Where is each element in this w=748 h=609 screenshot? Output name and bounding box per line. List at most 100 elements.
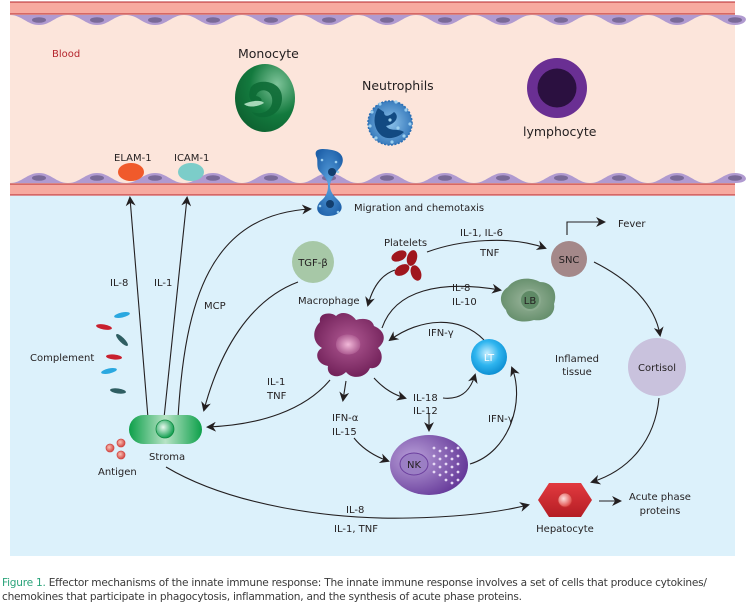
granule [432,470,436,474]
granule [456,478,460,482]
endothelial-nucleus [438,175,452,181]
blood-label: Blood [52,49,80,60]
granule [408,122,412,126]
arrow-stroma-migration [177,204,312,419]
vessel-wall-bottom [10,184,735,195]
tgf-beta-label: TGF-β [297,258,328,269]
granule [404,108,408,112]
arrow-stroma-elam [125,196,149,419]
lt-label: LT [484,353,495,364]
endothelial-nucleus [264,175,278,181]
endothelial-nucleus [206,17,220,23]
endothelial-nucleus [670,17,684,23]
endothelial-nucleus [322,17,336,23]
arrow-macrophage-il18 [373,377,407,401]
complement-fragments [96,312,130,394]
label-mcp: MCP [204,301,226,312]
snc-node [551,241,587,277]
granule [444,462,448,466]
label-ifng-lt: IFN-γ [488,414,514,425]
arrow-lt-macrophage [388,321,485,342]
lt-node [471,339,507,375]
granule [432,454,436,458]
label-tnf-stroma: TNF [266,391,287,402]
endothelial-nucleus [554,175,568,181]
endothelial-nucleus [32,17,46,23]
macrophage-cell [314,313,384,377]
snc-label: SNC [559,255,580,266]
neutrophil-cell [367,100,413,146]
label-il1-up: IL-1 [154,278,172,289]
icam-1-label: ICAM-1 [174,153,209,164]
endothelial-nucleus [90,17,104,23]
label-ifng-macrophage: IFN-γ [428,328,454,339]
granule [432,462,436,466]
granule [388,118,392,122]
arrow-nk-lt [469,366,520,465]
lb-label: LB [524,296,537,307]
label-il8-lb: IL-8 [452,283,470,294]
antigen-particles [105,438,126,460]
granule [444,478,448,482]
granule [456,462,460,466]
endothelium-top [10,15,746,25]
granule [456,454,460,458]
arrow-ifna-nk [353,437,390,463]
endothelial-nucleus [612,17,626,23]
granule [450,473,454,477]
endothelial-nucleus [496,17,510,23]
label-tnf-snc: TNF [479,248,500,259]
endothelial-nucleus [438,17,452,23]
granule [438,449,442,453]
neutrophils-label: Neutrophils [362,78,434,93]
complement-label: Complement [30,353,94,364]
migration-label: Migration and chemotaxis [354,203,484,214]
lymphocyte-label: lymphocyte [523,124,597,139]
monocyte-label: Monocyte [238,46,299,61]
nk-label: NK [407,460,421,471]
granule [378,102,382,106]
endothelial-nucleus [148,175,162,181]
endothelial-nucleus [728,175,742,181]
stroma-label: Stroma [149,452,185,463]
granule [456,446,460,450]
inflamed-label-1: Inflamed [555,354,599,365]
granule [444,470,448,474]
granule [390,140,394,144]
stroma-cell [129,415,202,444]
platelets-label: Platelets [384,238,427,249]
figure-caption-label: Figure 1. [2,577,46,589]
arrow-il18-lt [442,373,478,399]
arrow-macrophage-ifna [339,380,350,402]
label-il15: IL-15 [332,427,357,438]
granule [444,454,448,458]
label-ifna: IFN-α [332,413,359,424]
cortisol-label: Cortisol [638,363,676,374]
granule [438,465,442,469]
label-il8-up: IL-8 [110,278,128,289]
endothelial-nucleus [670,175,684,181]
endothelial-nucleus [148,17,162,23]
endothelial-nucleus [728,17,742,23]
lymphocyte-cell [527,58,587,118]
endothelial-nucleus [380,17,394,23]
granule [450,457,454,461]
inflamed-label-2: tissue [562,367,592,378]
fever-label: Fever [618,219,646,230]
figure-caption-text: Effector mechanisms of the innate immune… [2,577,707,603]
label-il18: IL-18 [413,393,438,404]
granule [450,449,454,453]
elam-1-molecule [118,163,144,181]
granule [368,124,372,128]
endothelial-nucleus [206,175,220,181]
granule [438,473,442,477]
blood-region [10,14,735,184]
platelets [391,250,422,281]
endothelial-nucleus [380,175,394,181]
monocyte-cell [235,64,295,132]
arrow-platelets-snc [426,239,547,253]
endothelial-nucleus [90,175,104,181]
figure-caption: Figure 1. Effector mechanisms of the inn… [2,576,746,604]
granule [374,136,378,140]
arrow-stroma-icam [163,196,192,419]
